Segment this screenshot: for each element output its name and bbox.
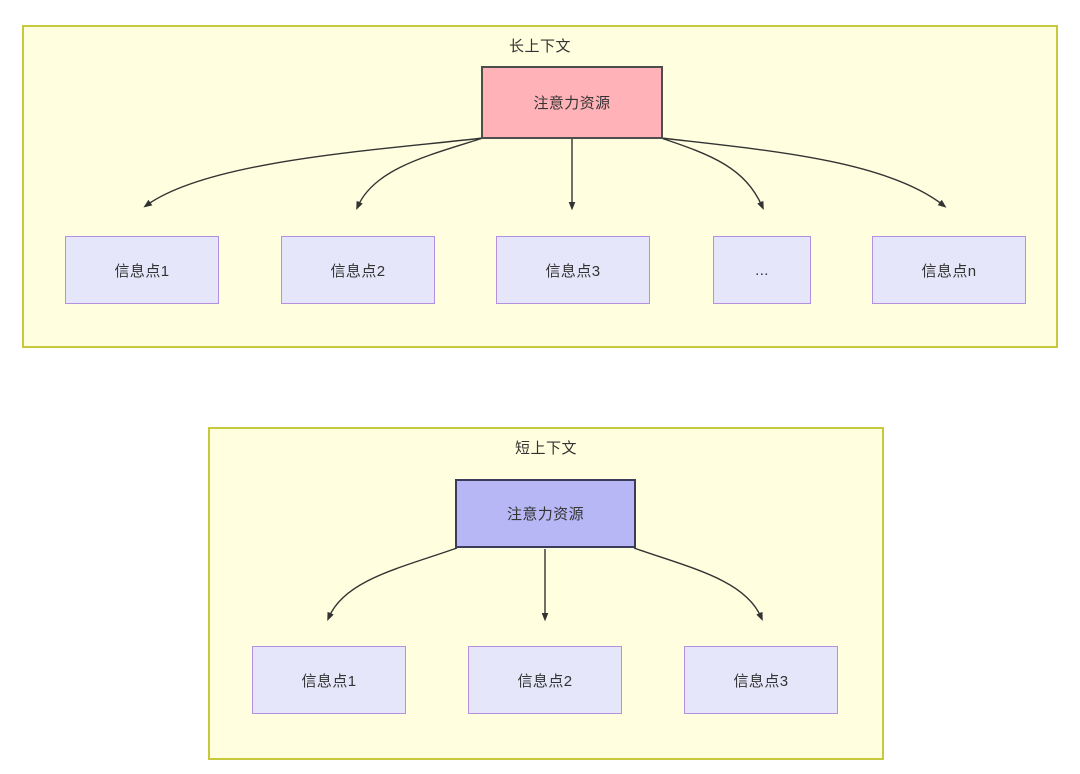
short-context-info-node-2[interactable]: 信息点2: [468, 646, 622, 714]
short-context-info-label-1: 信息点1: [301, 672, 357, 690]
long-context-info-label-3: 信息点3: [545, 262, 601, 280]
short-context-panel-title: 短上下文: [514, 440, 577, 457]
long-context-info-node-1[interactable]: 信息点1: [65, 236, 219, 304]
short-context-info-node-3[interactable]: 信息点3: [684, 646, 838, 714]
short-context-info-node-1[interactable]: 信息点1: [252, 646, 406, 714]
long-context-info-label-ellipsis: ...: [755, 261, 769, 279]
long-context-info-node-2[interactable]: 信息点2: [281, 236, 435, 304]
long-context-info-node-3[interactable]: 信息点3: [496, 236, 650, 304]
long-context-info-label-n: 信息点n: [921, 262, 977, 280]
long-context-attention-node[interactable]: 注意力资源: [481, 66, 663, 139]
long-context-info-label-1: 信息点1: [114, 262, 170, 280]
short-context-attention-node[interactable]: 注意力资源: [455, 479, 636, 548]
short-context-attention-label: 注意力资源: [506, 506, 584, 523]
long-context-panel-title: 长上下文: [508, 38, 571, 55]
long-context-info-label-2: 信息点2: [330, 262, 386, 280]
long-context-info-node-ellipsis[interactable]: ...: [713, 236, 811, 304]
short-context-info-label-3: 信息点3: [733, 672, 789, 690]
long-context-info-node-n[interactable]: 信息点n: [872, 236, 1026, 304]
short-context-info-label-2: 信息点2: [517, 672, 573, 690]
long-context-attention-label: 注意力资源: [533, 95, 611, 112]
